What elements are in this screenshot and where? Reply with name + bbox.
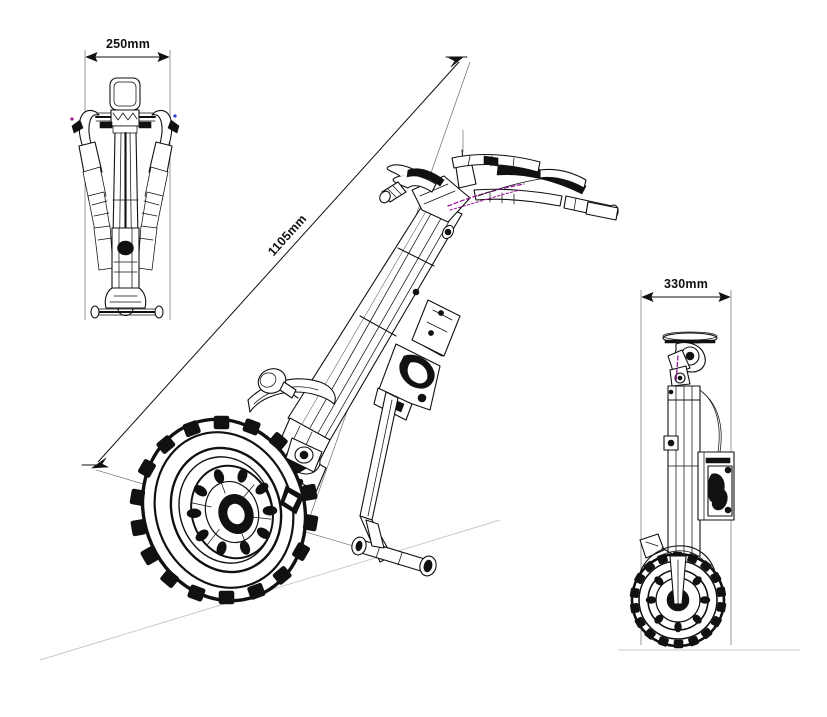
tire-tread xyxy=(129,415,319,605)
handlebar-assembly xyxy=(379,129,619,223)
controller-box xyxy=(411,299,461,357)
front-view-accent-right xyxy=(173,114,177,118)
cable-harness-accent-2 xyxy=(449,189,521,211)
front-view-brake-levers xyxy=(71,119,180,134)
front-view-right-lever-assembly xyxy=(137,109,173,271)
axle-mount xyxy=(285,437,323,473)
headlight xyxy=(257,368,299,399)
front-view-accent-left xyxy=(70,117,74,121)
dim-250-textbg xyxy=(103,36,155,52)
dimension-label-250mm: 250mm xyxy=(106,37,150,51)
front-view-stem-clamp xyxy=(110,109,140,134)
front-view-controller-box xyxy=(111,227,140,291)
side-view-mount-bracket xyxy=(697,389,735,521)
side-view-seat-pad xyxy=(662,331,718,344)
front-wheel xyxy=(129,415,319,605)
frame-boom xyxy=(287,197,463,441)
front-view-left-lever-assembly xyxy=(78,109,114,271)
front-view xyxy=(70,77,180,319)
dimension-330mm: 330mm xyxy=(640,276,732,645)
support-stand xyxy=(351,391,437,577)
dimension-label-330mm: 330mm xyxy=(664,277,708,291)
side-view-wheel xyxy=(629,551,727,649)
cable-harness-line xyxy=(477,177,547,197)
dim-1105-textbg xyxy=(256,202,318,268)
front-view-mounting-bar xyxy=(90,305,164,319)
cable-harness-accent xyxy=(447,183,525,207)
side-view-tire-tread xyxy=(629,551,727,649)
disc-brake-rotor xyxy=(186,468,278,556)
wheel-spokes xyxy=(192,475,272,554)
main-isometric-view xyxy=(129,129,619,605)
side-view-accent xyxy=(675,355,679,383)
dim-330-textbg xyxy=(660,276,712,292)
side-view-upper-joint xyxy=(667,341,706,387)
handlebar-right xyxy=(473,165,619,221)
dimension-250mm: 250mm xyxy=(84,36,171,320)
side-view xyxy=(629,331,735,649)
front-view-fork-shroud xyxy=(104,287,147,317)
front-view-seat-pad xyxy=(109,77,141,111)
side-view-column xyxy=(663,385,701,557)
handlebar-left xyxy=(379,164,445,204)
